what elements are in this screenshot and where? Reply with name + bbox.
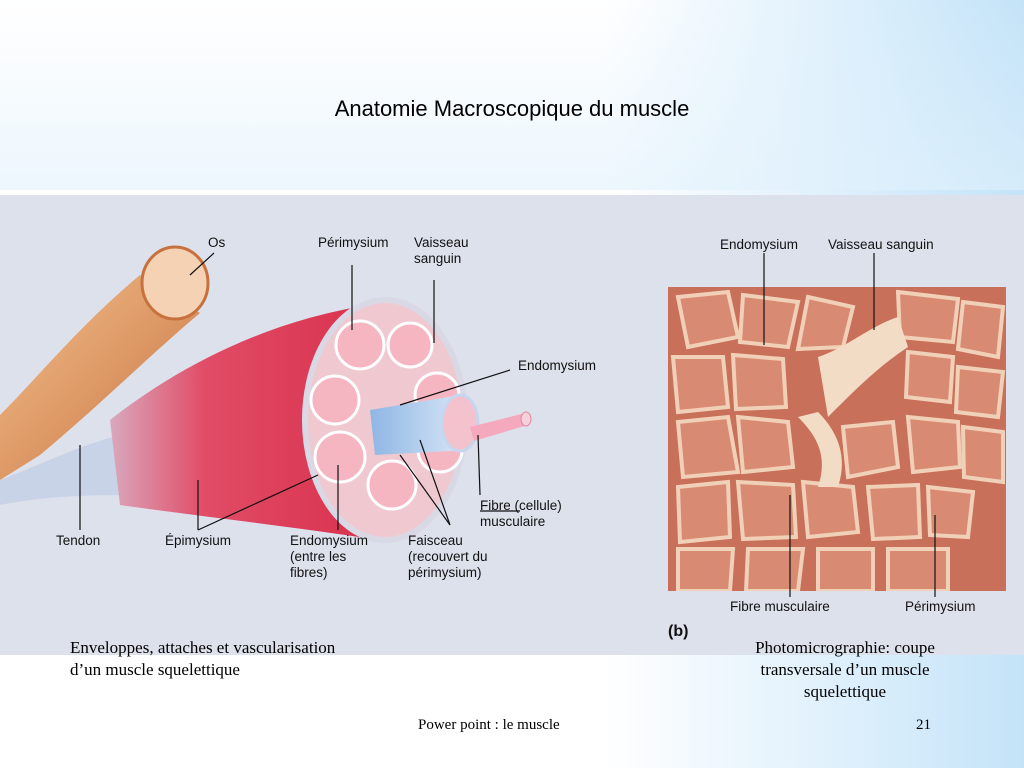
label-vaisseau: Vaisseau sanguin [414,235,469,266]
caption-left: Enveloppes, attaches et vascularisation … [70,638,336,679]
label-fibre: Fibre (cellule) musculaire [480,498,562,529]
label-perimysium: Périmysium [318,235,389,250]
tendon-shape [0,435,150,505]
slide-number: 21 [916,717,931,733]
caption-right: Photomicrographie: coupe transversale d’… [755,638,935,701]
figure-panel: Os Périmysium Vaisseau sanguin Endomysiu… [0,195,1024,655]
bone-shaft [0,275,200,480]
bone-section [140,245,210,321]
photomicrograph [668,287,1006,591]
footer-text: Power point : le muscle [418,717,560,733]
panel-letter: (b) [668,623,689,640]
micro-label-fibre: Fibre musculaire [730,599,830,614]
label-os: Os [208,235,226,250]
leader-lines [79,252,520,531]
slide-title: Anatomie Macroscopique du muscle [334,96,690,121]
background-top-wash [0,0,1024,190]
label-endomysium: Endomysium [518,358,597,373]
label-faisceau: Faisceau (recouvert du périmysium) [408,533,488,580]
label-endomysium-entre: Endomysium (entre les fibres) [290,533,369,580]
label-tendon: Tendon [56,533,101,548]
label-epimysium: Épimysium [165,533,232,548]
micro-label-vaisseau: Vaisseau sanguin [828,237,934,252]
micro-label-perimysium: Périmysium [905,599,976,614]
micro-label-endomysium: Endomysium [720,237,799,252]
